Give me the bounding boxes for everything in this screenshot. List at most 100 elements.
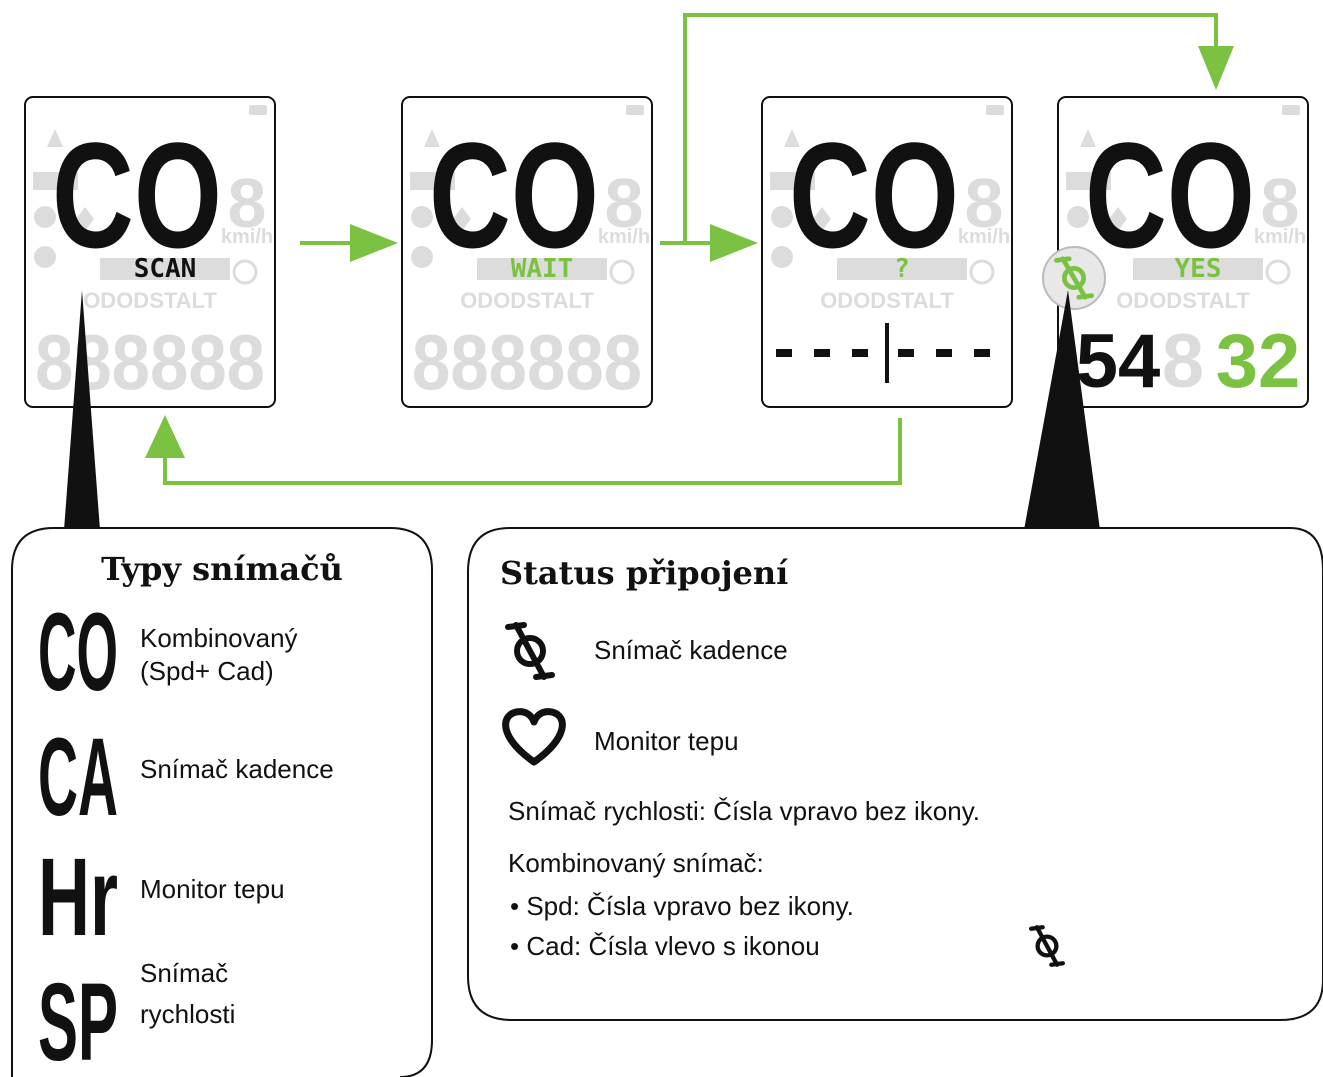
cadence-icon-ring [1061,265,1087,291]
unit-label: kmi/h [958,226,1010,248]
pause-icon [411,246,433,268]
cadence-icon-small [1029,925,1065,967]
navigation-icon [1080,129,1096,147]
settings-icon [1067,206,1089,228]
sensor-code: CO [52,111,222,279]
unit-label: kmi/h [221,226,273,248]
dash-segment [936,349,952,357]
mode-labels: ODODSTALT [83,288,217,313]
status-text: YES [1175,254,1222,284]
pause-icon [34,246,56,268]
status-bar [1133,258,1263,280]
unit-label: kmi/h [598,226,650,248]
status-bar [100,258,230,280]
battery-icon [1282,105,1300,115]
type-sp-label-1: Snímač [140,958,228,988]
status-text: SCAN [134,254,197,284]
cadence-icon-pedal [1076,293,1095,300]
bottom-display [776,323,990,383]
mode-labels: ODODSTALT [820,288,954,313]
arrow-back-to-scan [163,418,902,485]
heart-label: Monitor tepu [594,726,739,756]
speed-value: 32 [1216,319,1301,404]
sensor-code: CO [429,111,599,279]
flow-arrows [145,13,1234,485]
unit-label: kmi/h [1254,226,1306,248]
sensor-code: CO [1085,111,1255,279]
type-sp-label-2: rychlosti [140,999,235,1029]
connection-status-panel [467,527,1323,1021]
arrow-scan-to-wait-head [350,224,398,262]
settings-icon [411,206,433,228]
type-code-sp: SP [38,961,118,1077]
updown-icon [1109,207,1127,231]
navigation-icon [424,129,440,147]
cadence-value: 54 [1076,319,1161,404]
ghost-digit: 8 [965,164,1004,242]
dash-segment [852,349,868,357]
clock-icon [232,259,258,285]
screen-frame [761,96,1013,408]
settings-icon [771,206,793,228]
cadence-icon [505,622,555,680]
clock-icon [1265,259,1291,285]
mode-labels: ODODSTALT [460,288,594,313]
mode-labels: ODODSTALT [1116,288,1250,313]
status-text: ? [894,254,910,284]
updown-icon [76,207,94,231]
callout-pointer-right [1024,290,1100,530]
ghost-digit: 8 [1261,164,1300,242]
navigation-icon [47,129,63,147]
pause-icon [771,246,793,268]
clock-icon [969,259,995,285]
bar-indicator [1066,172,1111,190]
status-bar [837,258,967,280]
status-bar [477,258,607,280]
bar-indicator [410,172,455,190]
updown-icon [813,207,831,231]
cadence-icon-pedal [1053,256,1072,263]
arrow-wait-to-unknown-head [710,224,758,262]
bar-indicator [770,172,815,190]
battery-icon [986,105,1004,115]
ghost-digit: 8 [605,164,644,242]
navigation-icon [784,129,800,147]
ghost-digits: 888888 [35,318,265,406]
type-co-label-2: (Spd+ Cad) [140,656,274,686]
bottom-display: 888888 [35,318,265,406]
screen-frame [401,96,653,408]
type-code-hr: Hr [38,836,118,959]
arrow-back-to-scan-head [145,415,185,458]
sensor-types-title: Typy snímačů [101,550,343,588]
combo-sensor-title: Kombinovaný snímač: [508,848,764,878]
ghost-digit: 8 [228,164,267,242]
battery-icon [249,105,267,115]
ghost-digits: 888888 [412,318,642,406]
arrow-to-yes [683,13,1218,243]
type-ca-label: Snímač kadence [140,754,334,784]
combo-cad-text: • Cad: Čísla vlevo s ikonou [510,931,820,961]
bottom-display: 888888 [412,318,642,406]
callout-pointer-left [64,290,100,530]
connection-status-title: Status připojení [500,554,788,592]
type-code-ca: CA [38,716,118,839]
dash-segment [898,349,914,357]
arrow-to-yes-head [1198,46,1234,90]
speed-sensor-text: Snímač rychlosti: Čísla vpravo bez ikony… [508,796,980,826]
heart-icon [502,708,566,766]
sensor-code: CO [789,111,959,279]
cadence-icon-arm [1060,256,1088,300]
divider-segment [885,323,889,383]
clock-icon [609,259,635,285]
cadence-badge [1042,246,1106,310]
type-co-label-1: Kombinovaný [140,623,298,653]
status-text: WAIT [511,254,574,284]
screen-frame [24,96,276,408]
battery-icon [626,105,644,115]
updown-icon [453,207,471,231]
bar-indicator [33,172,78,190]
